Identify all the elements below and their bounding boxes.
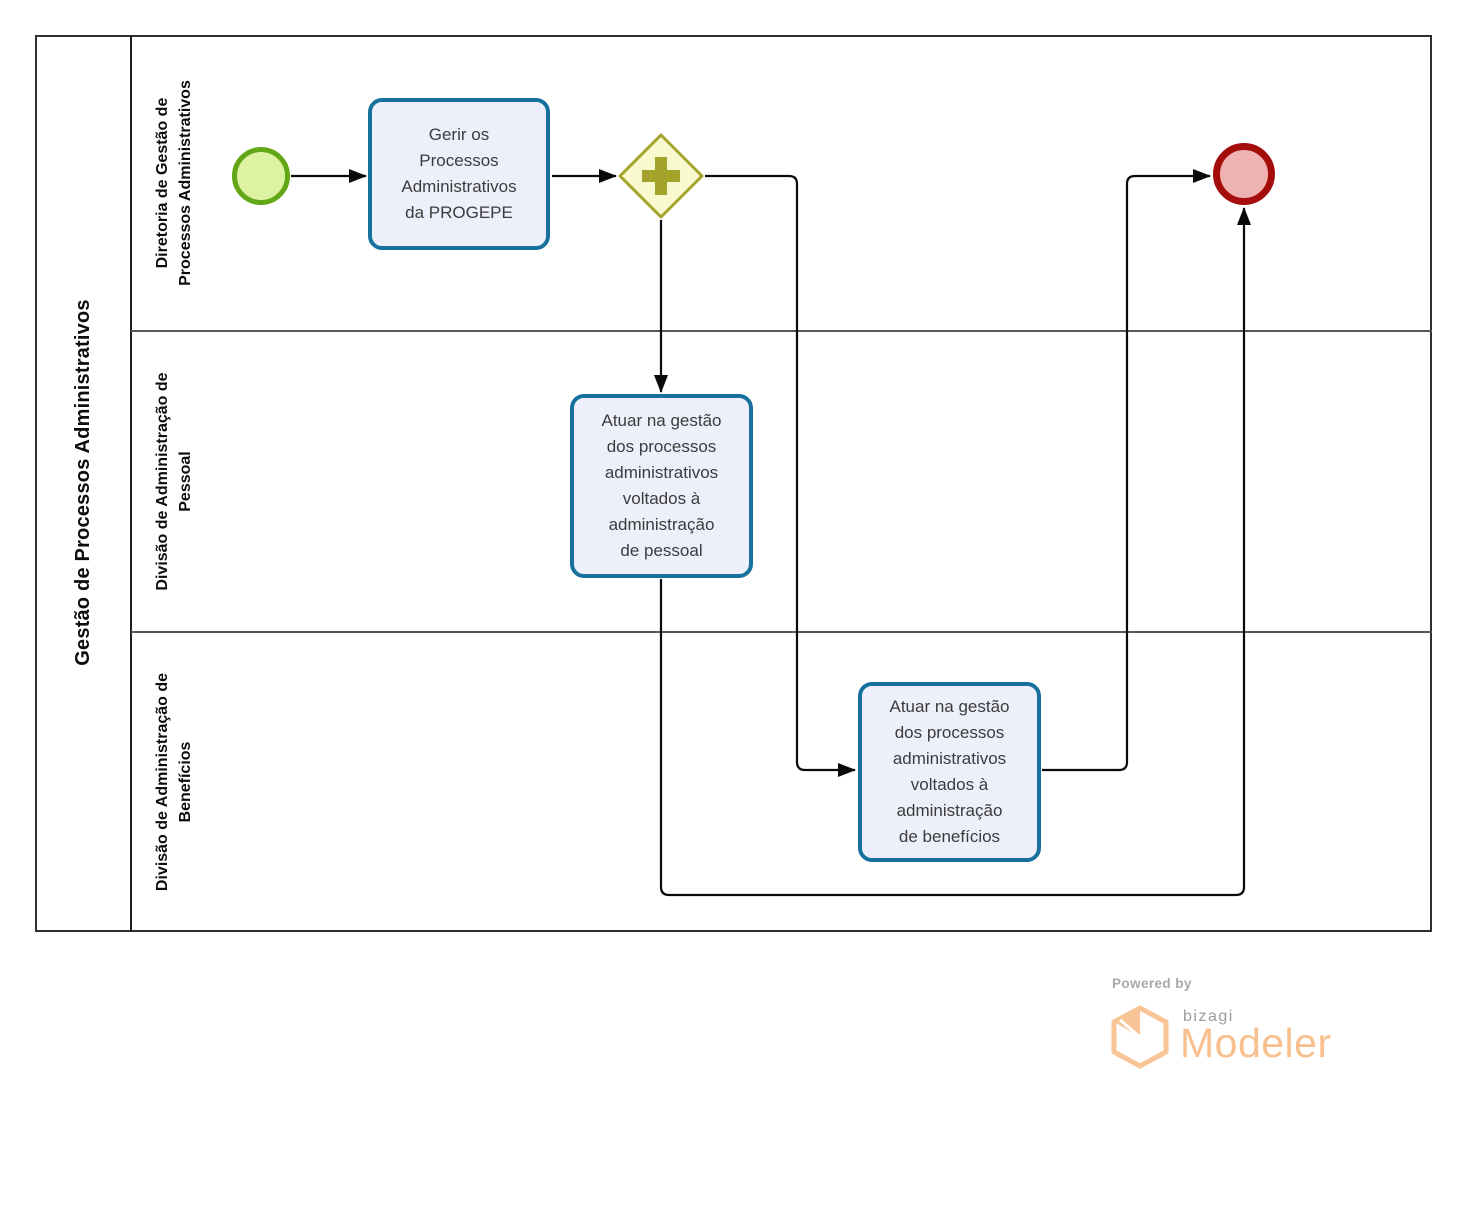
bizagi-logo-icon bbox=[1111, 1005, 1169, 1069]
lane-label-diretoria: Diretoria de Gestão de Processos Adminis… bbox=[154, 80, 194, 286]
lane-label-beneficios: Divisão de Administração de Benefícios bbox=[154, 672, 194, 892]
parallel-gateway bbox=[618, 133, 704, 219]
start-event bbox=[232, 147, 290, 205]
task-administracao-beneficios: Atuar na gestão dos processos administra… bbox=[858, 682, 1041, 862]
powered-by-text: Powered by bbox=[1112, 976, 1192, 991]
task-gerir-processos: Gerir os Processos Administrativos da PR… bbox=[368, 98, 550, 250]
task-administracao-pessoal: Atuar na gestão dos processos administra… bbox=[570, 394, 753, 578]
end-event bbox=[1213, 143, 1275, 205]
parallel-gateway-plus-icon bbox=[642, 157, 680, 195]
lane-label-pessoal: Divisão de Administração de Pessoal bbox=[154, 372, 194, 591]
pool-label-divider bbox=[130, 35, 132, 932]
lane-divider-1 bbox=[131, 330, 1432, 332]
pool-title: Gestão de Processos Administrativos bbox=[72, 299, 94, 666]
modeler-product-text: Modeler bbox=[1180, 1020, 1332, 1066]
lane-divider-2 bbox=[131, 631, 1432, 633]
bpmn-pool bbox=[35, 35, 1432, 932]
bizagi-brand-text: bizagi bbox=[1183, 1008, 1234, 1025]
